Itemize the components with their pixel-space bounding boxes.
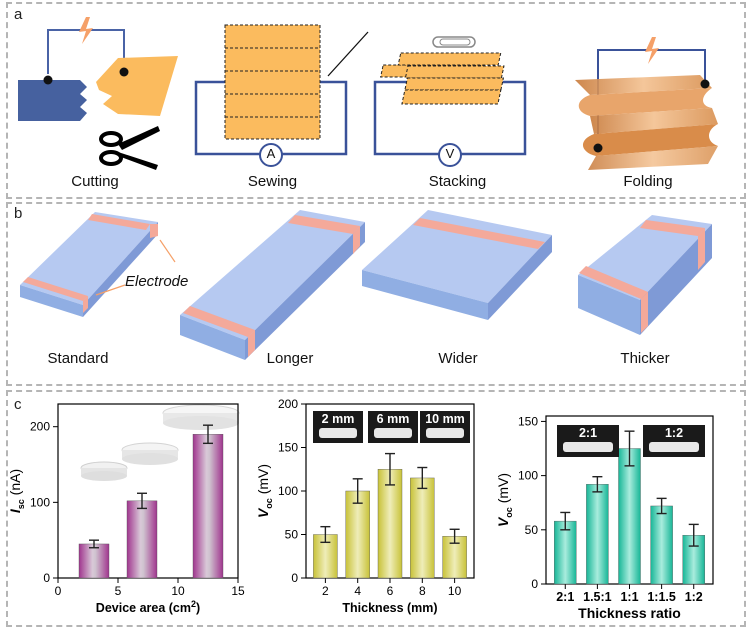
block-wider bbox=[362, 210, 552, 320]
meter-a-symbol: A bbox=[266, 146, 276, 161]
chart-1-inset-sample bbox=[426, 428, 464, 438]
chart-1-inset-sample bbox=[374, 428, 412, 438]
panel-b-illustrations bbox=[20, 210, 712, 360]
meter-v-symbol: V bbox=[445, 146, 455, 161]
cutting-illustration bbox=[18, 17, 178, 170]
stacking-illustration bbox=[373, 36, 527, 167]
chart-2-ytick-label: 0 bbox=[531, 577, 538, 591]
caption-folding: Folding bbox=[623, 173, 673, 190]
chart-1-inset-sample bbox=[319, 428, 357, 438]
lightning-icon bbox=[79, 17, 93, 44]
caption-cutting: Cutting bbox=[71, 173, 119, 190]
chart-1-ytick-label: 150 bbox=[278, 441, 298, 455]
block-thicker bbox=[578, 215, 712, 335]
needle-icon bbox=[327, 31, 369, 77]
chart-1-inset-label: 2 mm bbox=[322, 412, 355, 426]
chart-1-xlabel: Thickness (mm) bbox=[342, 601, 437, 615]
chart-0-bar bbox=[192, 434, 224, 579]
chart-1-xtick-label: 2 bbox=[322, 584, 329, 598]
sample-photo-small bbox=[80, 461, 128, 481]
chart-1-xtick-label: 8 bbox=[419, 584, 426, 598]
electrode-label: Electrode bbox=[125, 273, 189, 290]
panel-b-letter: b bbox=[14, 205, 23, 222]
chart-0-bar bbox=[126, 500, 158, 579]
scissors-icon bbox=[99, 126, 160, 170]
chart-1-bar bbox=[345, 490, 370, 579]
chart-0-ytick-label: 200 bbox=[30, 420, 50, 434]
block-standard bbox=[20, 212, 176, 317]
chart-1-ylabel: Voc (mV) bbox=[255, 464, 274, 518]
paperclip-icon bbox=[432, 36, 476, 48]
chart-0-ytick-label: 100 bbox=[30, 495, 50, 509]
chart-1-inset-label: 6 mm bbox=[377, 412, 410, 426]
chart-1-ytick-label: 200 bbox=[278, 397, 298, 411]
chart-2-ytick-label: 150 bbox=[518, 414, 538, 428]
chart-2-xtick-label: 1:2 bbox=[685, 590, 703, 604]
chart-2-ytick-label: 100 bbox=[518, 469, 538, 483]
orange-fabric-piece bbox=[96, 56, 178, 116]
chart-2-ylabel: Voc (mV) bbox=[495, 473, 514, 527]
chart-1-xtick-label: 10 bbox=[448, 584, 462, 598]
panel-a-illustrations bbox=[18, 17, 718, 170]
chart-0-xtick-label: 0 bbox=[55, 584, 62, 598]
chart-2-xlabel: Thickness ratio bbox=[578, 605, 681, 621]
chart-2-ytick-label: 50 bbox=[525, 523, 539, 537]
chart-2-bar bbox=[650, 505, 673, 585]
sample-photo-medium bbox=[121, 442, 179, 465]
chart-2-xtick-label: 2:1 bbox=[556, 590, 574, 604]
chart-0-xtick-label: 5 bbox=[115, 584, 122, 598]
chart-2-bar bbox=[586, 484, 609, 585]
chart-0-bar bbox=[78, 543, 110, 579]
chart-1-inset-label: 10 mm bbox=[425, 412, 465, 426]
caption-stacking: Stacking bbox=[428, 173, 487, 190]
chart-2-bar bbox=[554, 520, 577, 585]
chart-1-bar bbox=[410, 477, 435, 579]
lightning-icon-2 bbox=[645, 37, 659, 64]
sample-photo-large bbox=[162, 404, 240, 430]
panel-a: a bbox=[6, 2, 746, 199]
chart-0-xlabel: Device area (cm2) bbox=[96, 599, 200, 615]
caption-sewing: Sewing bbox=[247, 173, 298, 190]
chart-0-xtick-label: 15 bbox=[231, 584, 245, 598]
chart-0-ylabel: Isc (nA) bbox=[7, 469, 26, 513]
chart-1-ytick-label: 50 bbox=[285, 528, 299, 542]
panel-b: b bbox=[6, 202, 746, 386]
chart-1-bar bbox=[377, 469, 403, 579]
panel-a-letter: a bbox=[14, 6, 23, 23]
chart-1-xtick-label: 6 bbox=[387, 584, 394, 598]
blue-fabric-piece bbox=[18, 80, 87, 121]
chart-2-bar bbox=[618, 448, 641, 585]
chart-0-xtick-label: 10 bbox=[171, 584, 185, 598]
caption-thicker: Thicker bbox=[620, 350, 670, 367]
chart-2-inset-sample bbox=[563, 442, 613, 452]
chart-2-inset-label: 2:1 bbox=[579, 426, 597, 440]
chart-0-ytick-label: 0 bbox=[43, 571, 50, 585]
panel-c-letter: c bbox=[14, 396, 22, 413]
folding-illustration bbox=[575, 37, 718, 170]
chart-2-xtick-label: 1.5:1 bbox=[583, 590, 612, 604]
panel-c: c bbox=[6, 390, 746, 627]
block-longer bbox=[180, 210, 365, 360]
caption-longer: Longer bbox=[266, 350, 314, 367]
sewing-illustration bbox=[194, 24, 369, 167]
chart-2-inset-sample bbox=[649, 442, 699, 452]
chart-2-xtick-label: 1:1.5 bbox=[647, 590, 676, 604]
caption-wider: Wider bbox=[438, 350, 478, 367]
chart-1-ytick-label: 100 bbox=[278, 484, 298, 498]
chart-1-ytick-label: 0 bbox=[291, 571, 298, 585]
chart-1-xtick-label: 4 bbox=[354, 584, 361, 598]
caption-standard: Standard bbox=[47, 350, 109, 367]
chart-2-inset-label: 1:2 bbox=[665, 426, 683, 440]
chart-2-xtick-label: 1:1 bbox=[620, 590, 638, 604]
